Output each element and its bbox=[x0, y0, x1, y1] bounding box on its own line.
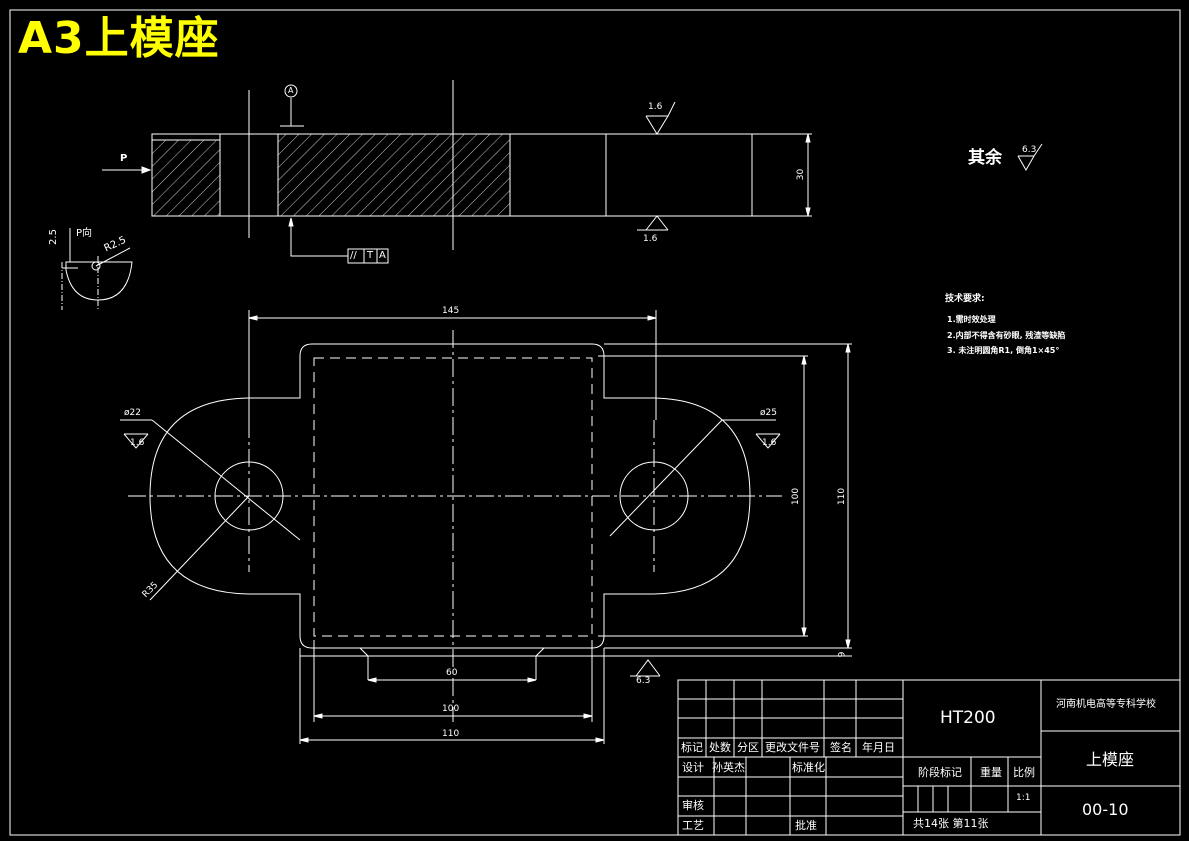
tb-sheets: 共14张 第11张 bbox=[913, 817, 989, 830]
school-name: 河南机电高等专科学校 bbox=[1056, 699, 1156, 710]
roughness-rest-symbol bbox=[1017, 143, 1043, 172]
dim-height-30: 30 bbox=[796, 168, 807, 181]
tb-col-count: 处数 bbox=[709, 741, 731, 754]
tb-row-standard: 标准化 bbox=[792, 761, 825, 774]
drawing-number: 00-10 bbox=[1082, 800, 1129, 819]
dim-w-60: 60 bbox=[446, 668, 458, 678]
tb-row-process: 工艺 bbox=[682, 819, 704, 832]
arrow-p-label: P bbox=[120, 153, 128, 164]
material-label: HT200 bbox=[940, 708, 996, 728]
tb-row-design: 设计 bbox=[682, 761, 704, 774]
tolerance-symbol: // bbox=[350, 250, 357, 261]
tolerance-value: T bbox=[367, 250, 374, 261]
p-view-label: P向 bbox=[76, 228, 93, 239]
title-block bbox=[677, 679, 1181, 836]
tb-col-sign: 签名 bbox=[830, 741, 852, 754]
tb-col-date: 年月日 bbox=[862, 741, 895, 754]
tb-row-approve: 批准 bbox=[795, 819, 817, 832]
p-view-detail bbox=[61, 228, 133, 310]
roughness-rest-value: 6.3 bbox=[1022, 145, 1037, 155]
tech-req-item: 2.内部不得含有砂眼, 残渣等缺陷 bbox=[947, 331, 1066, 340]
part-name: 上模座 bbox=[1086, 750, 1135, 769]
datum-label: A bbox=[288, 86, 294, 95]
tb-col-doc: 更改文件号 bbox=[765, 741, 820, 754]
dim-small-9: 9 bbox=[837, 651, 848, 658]
tb-scale-value: 1:1 bbox=[1016, 793, 1031, 803]
dim-h-110: 110 bbox=[837, 487, 848, 506]
tb-col-mark: 标记 bbox=[681, 741, 703, 754]
tb-row-review: 审核 bbox=[682, 799, 704, 812]
roughness-hole-left: 1.6 bbox=[130, 438, 145, 448]
tolerance-datum: A bbox=[379, 250, 386, 261]
tb-designer: 孙英杰 bbox=[712, 761, 745, 774]
p-dim-depth: 2.5 bbox=[47, 229, 59, 245]
roughness-hole-right: 1.6 bbox=[762, 438, 777, 448]
tb-weight: 重量 bbox=[980, 766, 1002, 779]
section-view bbox=[102, 80, 812, 264]
tech-req-heading: 技术要求: bbox=[945, 294, 985, 304]
dim-h-100: 100 bbox=[791, 487, 802, 506]
roughness-rest-label: 其余 bbox=[968, 148, 1002, 168]
roughness-bottom: 1.6 bbox=[643, 234, 658, 244]
dim-width-145: 145 bbox=[442, 306, 460, 316]
roughness-base: 6.3 bbox=[636, 676, 651, 686]
tb-col-zone: 分区 bbox=[737, 741, 759, 754]
sheet-border bbox=[9, 9, 1181, 836]
dim-w-110: 110 bbox=[442, 729, 460, 739]
tech-req-item: 1.需时效处理 bbox=[947, 315, 996, 324]
sheet-title: A3上模座 bbox=[18, 13, 220, 64]
dim-dia-22: ø22 bbox=[124, 408, 141, 418]
dim-dia-25: ø25 bbox=[760, 408, 777, 418]
plan-view bbox=[120, 310, 852, 744]
roughness-top: 1.6 bbox=[648, 102, 663, 112]
tb-stage-mark: 阶段标记 bbox=[918, 766, 962, 779]
tech-req-item: 3. 未注明圆角R1, 倒角1×45° bbox=[947, 346, 1060, 355]
dim-w-100: 100 bbox=[442, 704, 460, 714]
tb-scale-label: 比例 bbox=[1013, 766, 1035, 779]
